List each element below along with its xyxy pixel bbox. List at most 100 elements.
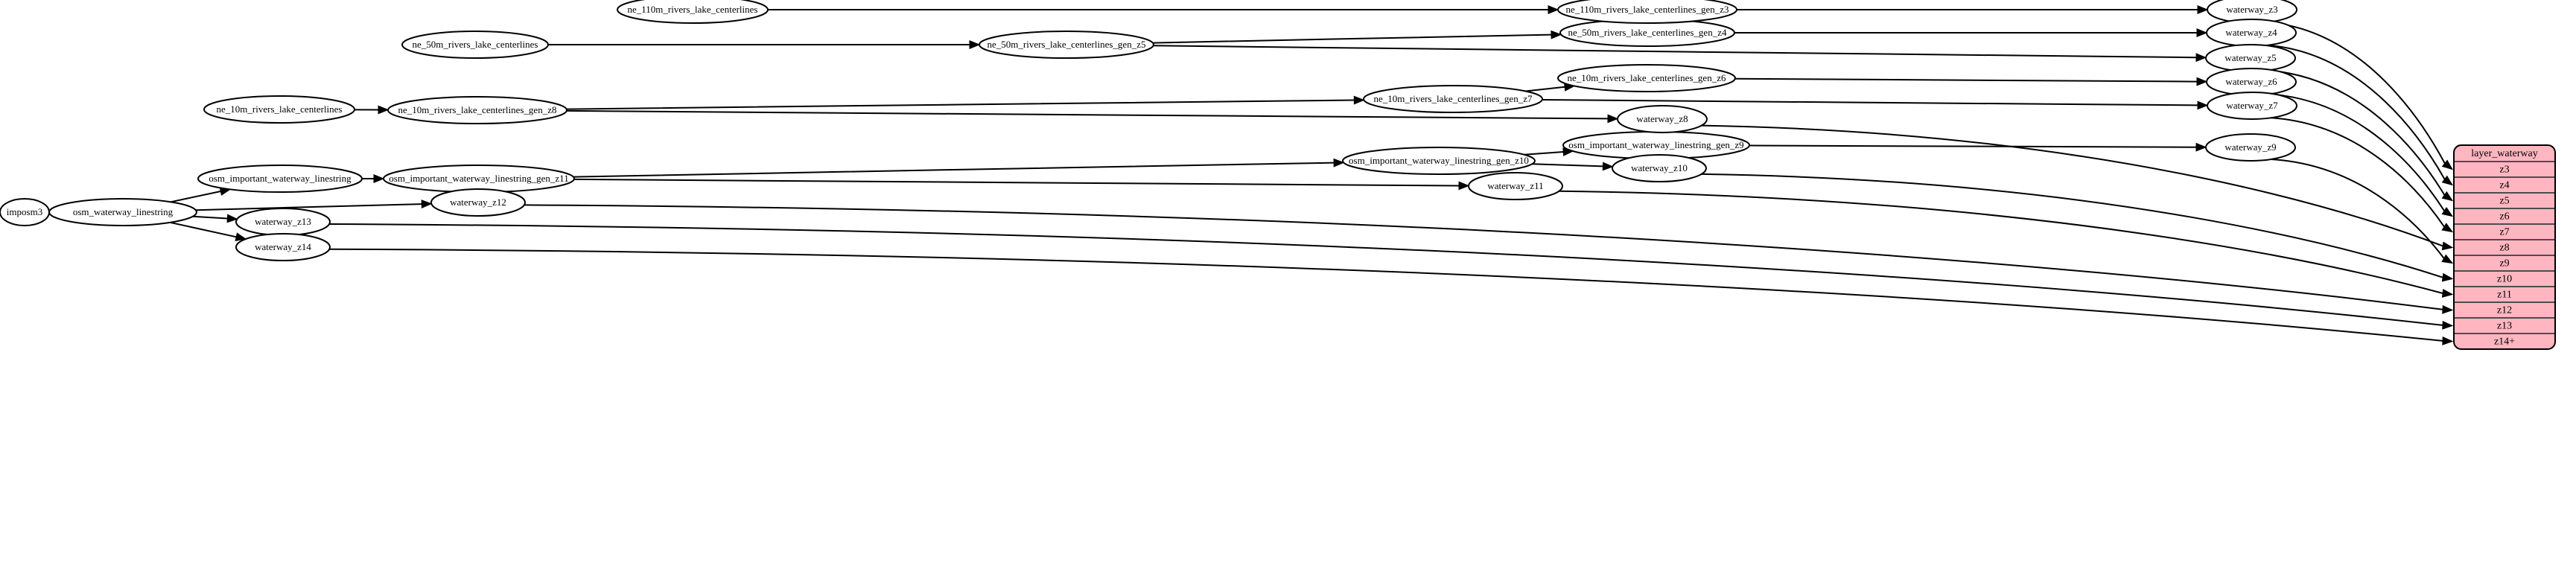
node-ellipse-waterway_z11 (1468, 172, 1563, 200)
node-ellipse-ne_50m_rivers_lake_centerlines_gen_z5 (979, 31, 1154, 59)
node-waterway_z9[interactable]: waterway_z9 (2205, 133, 2296, 162)
node-ellipse-ne_110m_rivers_lake_centerlines (617, 0, 769, 24)
edge-arrowhead (1551, 30, 1562, 39)
node-waterway_z11[interactable]: waterway_z11 (1468, 172, 1563, 200)
node-osm_important_waterway_linestring_gen_z11[interactable]: osm_important_waterway_linestring_gen_z1… (383, 165, 575, 193)
edge-arrowhead (1548, 5, 1559, 14)
edge-arrowhead (2197, 100, 2209, 110)
node-waterway_z7[interactable]: waterway_z7 (2207, 92, 2297, 120)
record-row-label-z5: z5 (2499, 196, 2509, 207)
node-ne_10m_rivers_lake_centerlines_gen_z8[interactable]: ne_10m_rivers_lake_centerlines_gen_z8 (387, 96, 567, 124)
node-label-imposm3: imposm3 (7, 206, 42, 217)
edge-osm_important_waterway_linestring_gen_z11-to-waterway_z11 (573, 178, 1460, 187)
edge-arrowhead (2196, 28, 2208, 37)
node-label-ne_110m_rivers_lake_centerlines_gen_z3: ne_110m_rivers_lake_centerlines_gen_z3 (1566, 4, 1729, 15)
edge-arrowhead (421, 200, 433, 209)
record-row-label-z4: z4 (2499, 180, 2509, 191)
edge-waterway_z13-to-layer_waterway:z13 (329, 223, 2443, 326)
node-label-ne_50m_rivers_lake_centerlines: ne_50m_rivers_lake_centerlines (413, 39, 538, 50)
edge-arrowhead (2441, 191, 2454, 202)
node-ne_10m_rivers_lake_centerlines_gen_z7[interactable]: ne_10m_rivers_lake_centerlines_gen_z7 (1363, 85, 1543, 113)
node-label-osm_important_waterway_linestring_gen_z10: osm_important_waterway_linestring_gen_z1… (1349, 155, 1529, 166)
node-ellipse-osm_waterway_linestring (48, 198, 197, 226)
node-ne_110m_rivers_lake_centerlines[interactable]: ne_110m_rivers_lake_centerlines (617, 0, 769, 24)
node-label-waterway_z10: waterway_z10 (1631, 162, 1688, 173)
record-row-z14+[interactable] (2454, 333, 2555, 349)
edge-arrowhead (1607, 114, 1619, 124)
edge-ne_50m_rivers_lake_centerlines_gen_z5-to-ne_50m_rivers_lake_centerlines_gen_z4 (1152, 33, 1552, 44)
node-osm_important_waterway_linestring[interactable]: osm_important_waterway_linestring (197, 165, 363, 193)
node-osm_important_waterway_linestring_gen_z10[interactable]: osm_important_waterway_linestring_gen_z1… (1342, 147, 1536, 175)
node-label-osm_waterway_linestring: osm_waterway_linestring (73, 206, 174, 217)
node-waterway_z13[interactable]: waterway_z13 (235, 208, 331, 236)
node-ellipse-ne_50m_rivers_lake_centerlines (401, 31, 549, 59)
node-ellipse-ne_10m_rivers_lake_centerlines_gen_z8 (387, 96, 567, 124)
node-label-waterway_z4: waterway_z4 (2225, 27, 2277, 38)
node-ne_50m_rivers_lake_centerlines[interactable]: ne_50m_rivers_lake_centerlines (401, 31, 549, 59)
record-row-label-z14+: z14+ (2494, 336, 2515, 348)
edge-arrowhead (2441, 272, 2454, 282)
edge-osm_waterway_linestring-to-waterway_z14 (170, 221, 237, 238)
record-node-layer-waterway[interactable]: layer_waterwayz3z4z5z6z7z8z9z10z11z12z13… (2453, 144, 2556, 350)
node-ne_110m_rivers_lake_centerlines_gen_z3[interactable]: ne_110m_rivers_lake_centerlines_gen_z3 (1557, 0, 1737, 24)
node-waterway_z6[interactable]: waterway_z6 (2206, 68, 2297, 96)
node-label-waterway_z13: waterway_z13 (255, 216, 311, 227)
node-label-ne_10m_rivers_lake_centerlines_gen_z8: ne_10m_rivers_lake_centerlines_gen_z8 (398, 104, 557, 115)
record-row-label-z9: z9 (2499, 258, 2509, 269)
edge-osm_waterway_linestring-to-waterway_z12 (195, 203, 422, 211)
record-row-label-z7: z7 (2499, 227, 2509, 238)
record-table-layer: layer_waterwayz3z4z5z6z7z8z9z10z11z12z13… (2453, 144, 2556, 350)
node-ellipse-waterway_z10 (1612, 154, 1707, 182)
node-ne_10m_rivers_lake_centerlines[interactable]: ne_10m_rivers_lake_centerlines (203, 95, 355, 124)
edge-arrowhead (226, 214, 238, 223)
edge-arrowhead (1333, 158, 1345, 167)
node-waterway_z3[interactable]: waterway_z3 (2207, 0, 2297, 24)
node-waterway_z12[interactable]: waterway_z12 (430, 188, 526, 217)
node-ellipse-waterway_z14 (235, 233, 331, 261)
edge-waterway_z3-to-layer_waterway:z3 (2268, 21, 2446, 164)
node-label-ne_10m_rivers_lake_centerlines_gen_z6: ne_10m_rivers_lake_centerlines_gen_z6 (1568, 72, 1726, 83)
node-label-ne_50m_rivers_lake_centerlines_gen_z5: ne_50m_rivers_lake_centerlines_gen_z5 (988, 39, 1146, 50)
edge-waterway_z4-to-layer_waterway:z4 (2268, 44, 2446, 180)
edge-ne_10m_rivers_lake_centerlines_gen_z8-to-ne_10m_rivers_lake_centerlines_gen_z7 (566, 99, 1355, 110)
node-waterway_z10[interactable]: waterway_z10 (1612, 154, 1707, 182)
node-waterway_z4[interactable]: waterway_z4 (2206, 19, 2297, 47)
node-ne_50m_rivers_lake_centerlines_gen_z5[interactable]: ne_50m_rivers_lake_centerlines_gen_z5 (979, 31, 1154, 59)
node-ellipse-waterway_z12 (430, 188, 526, 217)
edge-waterway_z12-to-layer_waterway:z12 (524, 204, 2443, 310)
node-label-waterway_z11: waterway_z11 (1487, 180, 1543, 191)
edge-osm_waterway_linestring-to-waterway_z13 (192, 215, 228, 220)
edge-waterway_z11-to-layer_waterway:z11 (1559, 190, 2443, 294)
edge-arrowhead (373, 174, 385, 183)
node-label-waterway_z14: waterway_z14 (255, 241, 311, 252)
edge-waterway_z8-to-layer_waterway:z8 (1701, 124, 2443, 247)
edge-ne_50m_rivers_lake_centerlines_gen_z5-to-waterway_z5 (1153, 45, 2197, 59)
edge-arrowhead (2195, 142, 2207, 152)
node-waterway_z5[interactable]: waterway_z5 (2205, 44, 2296, 72)
edge-osm_important_waterway_linestring_gen_z10-to-osm_important_waterway_linestring_gen_z9 (1524, 151, 1564, 156)
node-ellipse-ne_10m_rivers_lake_centerlines_gen_z6 (1557, 64, 1736, 92)
edge-layer (48, 5, 2454, 345)
node-ellipse-ne_10m_rivers_lake_centerlines_gen_z7 (1363, 85, 1543, 113)
node-ne_10m_rivers_lake_centerlines_gen_z6[interactable]: ne_10m_rivers_lake_centerlines_gen_z6 (1557, 64, 1736, 92)
record-title: layer_waterway (2471, 148, 2537, 159)
edge-waterway_z7-to-layer_waterway:z7 (2271, 117, 2445, 228)
edge-arrowhead (2441, 241, 2454, 251)
node-label-ne_10m_rivers_lake_centerlines_gen_z7: ne_10m_rivers_lake_centerlines_gen_z7 (1374, 93, 1533, 104)
node-osm_waterway_linestring[interactable]: osm_waterway_linestring (48, 198, 197, 226)
node-label-ne_50m_rivers_lake_centerlines_gen_z4: ne_50m_rivers_lake_centerlines_gen_z4 (1568, 27, 1727, 38)
node-waterway_z8[interactable]: waterway_z8 (1617, 105, 1708, 133)
node-ne_50m_rivers_lake_centerlines_gen_z4[interactable]: ne_50m_rivers_lake_centerlines_gen_z4 (1559, 19, 1735, 47)
edge-arrowhead (2441, 223, 2454, 233)
node-imposm3[interactable]: imposm3 (0, 198, 50, 226)
node-label-waterway_z9: waterway_z9 (2224, 141, 2276, 153)
edge-arrowhead (2195, 53, 2207, 63)
node-label-waterway_z7: waterway_z7 (2226, 100, 2278, 111)
edge-ne_10m_rivers_lake_centerlines_gen_z6-to-waterway_z6 (1734, 77, 2198, 83)
edge-arrowhead (1353, 95, 1365, 105)
edge-osm_waterway_linestring-to-osm_important_waterway_linestring (170, 191, 221, 203)
edge-ne_10m_rivers_lake_centerlines_gen_z8-to-waterway_z8 (566, 109, 1609, 120)
edge-arrowhead (378, 105, 389, 115)
node-waterway_z14[interactable]: waterway_z14 (235, 233, 331, 261)
edge-ne_10m_rivers_lake_centerlines_gen_z7-to-waterway_z7 (1542, 99, 2198, 106)
